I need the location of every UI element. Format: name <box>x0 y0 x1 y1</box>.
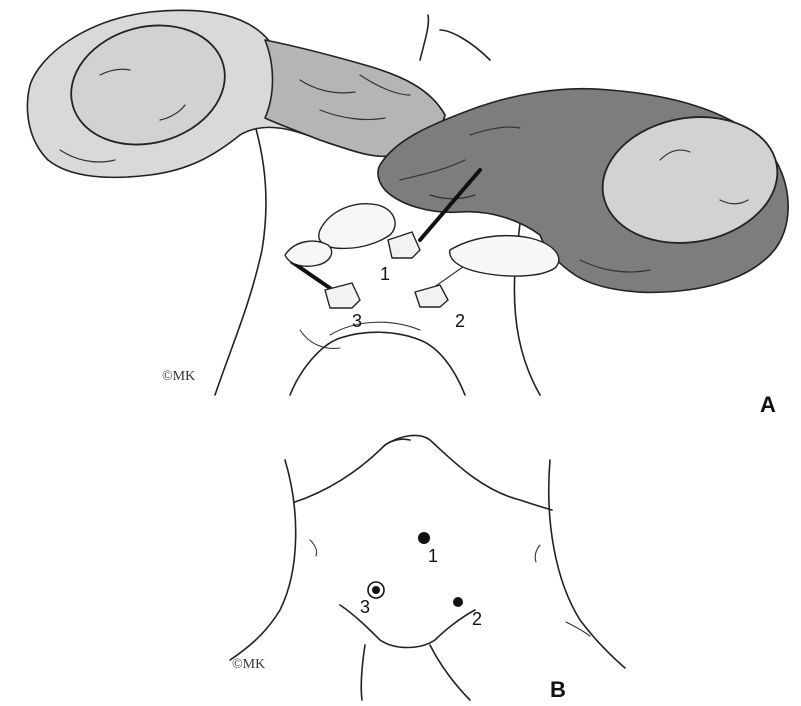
left-arm-drape <box>27 9 445 178</box>
trocar-port-2 <box>415 285 448 307</box>
artist-signature: ©MK <box>232 657 265 672</box>
port-label-2: 2 <box>472 609 482 629</box>
port-label-3: 3 <box>360 597 370 617</box>
port-site-1 <box>418 532 430 544</box>
panel-b: 1 2 3 ©MK B <box>230 435 625 702</box>
right-surgeon-hand <box>450 236 559 276</box>
panel-label-a: A <box>760 392 776 417</box>
port-site-2 <box>453 597 463 607</box>
lower-left-hand <box>285 241 332 266</box>
artist-signature: ©MK <box>162 369 195 384</box>
port-label-1: 1 <box>428 546 438 566</box>
port-label-3: 3 <box>352 311 362 331</box>
panel-label-b: B <box>550 677 566 702</box>
trocar-port-1 <box>388 232 420 258</box>
left-surgeon-hand <box>319 204 395 249</box>
port-label-2: 2 <box>455 311 465 331</box>
panel-a: 1 2 3 ©MK A <box>27 9 788 417</box>
port-label-1: 1 <box>380 264 390 284</box>
abdomen-outline <box>230 435 625 700</box>
port-site-3 <box>372 586 380 594</box>
